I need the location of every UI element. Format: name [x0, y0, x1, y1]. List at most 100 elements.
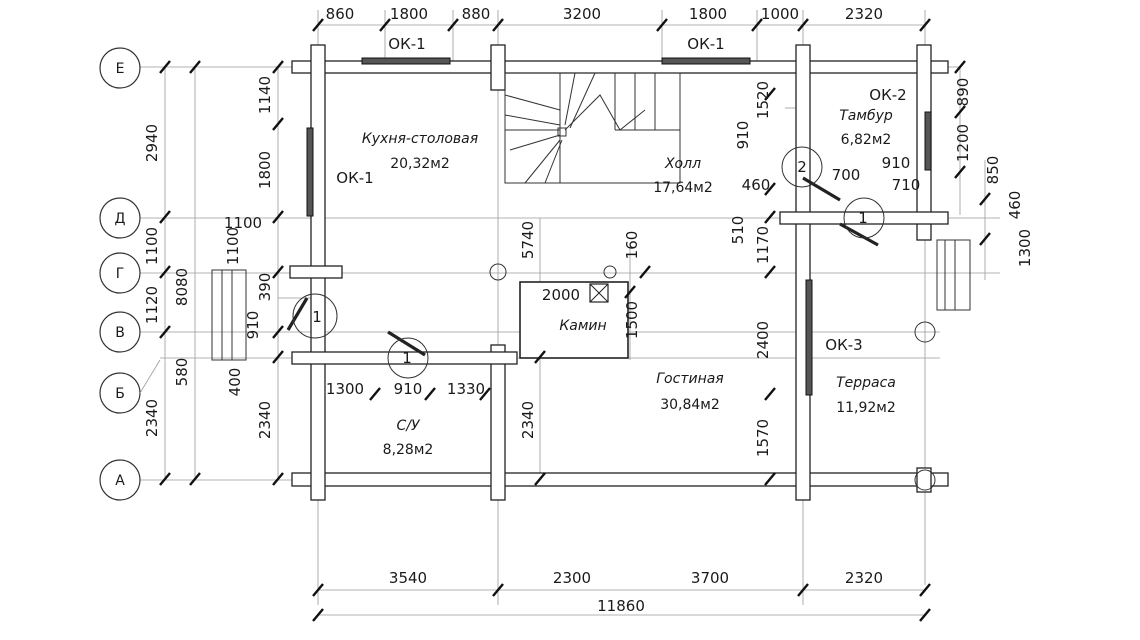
- staircase: [504, 72, 681, 184]
- dimensions-top: 860 1800 880 3200 1800 1000 2320: [326, 5, 883, 23]
- dim-top-4: 3200: [563, 5, 601, 23]
- axis-label-g: Г: [116, 266, 125, 282]
- door-left: 1: [286, 293, 338, 339]
- dim-left-inner-2: 1800: [256, 151, 274, 189]
- dim-top-5: 1800: [689, 5, 727, 23]
- dim-1520: 1520: [754, 81, 772, 119]
- axis-marker-b: Б: [99, 359, 161, 414]
- room-vestibule-name: Тамбур: [839, 108, 893, 124]
- dimensions-bottom: 3540 2300 3700 2320 11860: [389, 569, 883, 615]
- dim-d1100: 1100: [224, 227, 242, 265]
- room-hall-area: 17,64м2: [653, 180, 713, 196]
- dim-stair: 5740: [519, 221, 537, 259]
- dim-r1300: 1300: [1016, 229, 1034, 267]
- dim-fireplace-height: 1500: [623, 301, 641, 339]
- dim-left-outer-3: 2340: [143, 399, 161, 437]
- dim-2400: 2400: [754, 321, 772, 359]
- dim-1570: 1570: [754, 419, 772, 457]
- door-left-number: 1: [312, 308, 322, 326]
- tag-ok1-top-left: ОК-1: [388, 35, 425, 53]
- room-living-area: 30,84м2: [660, 397, 720, 413]
- dim-top-7: 2320: [845, 5, 883, 23]
- axis-label-v: В: [115, 325, 125, 341]
- door-wc-number: 1: [402, 349, 412, 367]
- wall-terrace-post: [916, 467, 932, 493]
- dim-top-2: 1800: [390, 5, 428, 23]
- door-vestibule: 2: [781, 146, 841, 202]
- fireplace-body: [519, 281, 629, 359]
- axis-marker-d: Д: [99, 197, 141, 239]
- dim-top-1: 860: [326, 5, 355, 23]
- room-bathroom-area: 8,28м2: [383, 442, 434, 458]
- dim-1170: 1170: [754, 226, 772, 264]
- dim-wc-door: 910: [394, 380, 423, 398]
- fireplace: Камин 2000 1500: [519, 281, 641, 359]
- dim-r1200: 1200: [954, 124, 972, 162]
- doors: 1 1 2 1: [286, 146, 885, 379]
- dim-510: 510: [729, 216, 747, 245]
- room-vestibule-area: 6,82м2: [841, 132, 892, 148]
- tag-ok3: ОК-3: [825, 336, 862, 354]
- dim-left-inner-4: 910: [244, 311, 262, 340]
- axis-marker-v: В: [99, 311, 141, 353]
- room-labels: Кухня-столовая 20,32м2 Холл 17,64м2 Тамб…: [362, 108, 896, 458]
- room-living-name: Гостиная: [656, 371, 723, 387]
- dim-left-mid-2: 1120: [143, 286, 161, 324]
- porch-step: [936, 239, 971, 311]
- dim-t710: 710: [892, 176, 921, 194]
- wall-vestibule-bottom: [779, 211, 949, 225]
- wall-bottom: [291, 472, 949, 487]
- dim-left-mid-4: 1100: [224, 214, 262, 232]
- dim-left-mid-1: 1100: [143, 227, 161, 265]
- door-vestibule-number: 2: [797, 158, 807, 176]
- window-ok1-left: [306, 127, 314, 217]
- room-kitchen-area: 20,32м2: [390, 156, 450, 172]
- dim-top-6: 1000: [761, 5, 799, 23]
- dim-wc-right: 1330: [447, 380, 485, 398]
- wall-right: [795, 44, 811, 501]
- fireplace-label: Камин: [559, 318, 606, 334]
- door-entry: 1: [839, 197, 885, 247]
- tag-ok1-top-right: ОК-1: [687, 35, 724, 53]
- wall-mid-bottom: [490, 344, 506, 501]
- axis-markers: Е Д Г В Б А: [99, 47, 161, 501]
- chimney-marker: [603, 265, 617, 279]
- window-ok1-top-right: [661, 57, 751, 65]
- axis-label-a: А: [115, 473, 125, 489]
- room-terrace-area: 11,92м2: [836, 400, 896, 416]
- post-a: [914, 469, 936, 491]
- dim-160: 160: [623, 231, 641, 260]
- door-wc: 1: [387, 330, 429, 379]
- dim-bottom-2: 2300: [553, 569, 591, 587]
- dim-460: 460: [742, 176, 771, 194]
- dim-left-inner-5: 400: [226, 368, 244, 397]
- dim-wc-left: 1300: [326, 380, 364, 398]
- post-v: [914, 321, 936, 343]
- dim-bottom-3: 3700: [691, 569, 729, 587]
- room-kitchen-name: Кухня-столовая: [362, 131, 478, 147]
- dim-left-inner-3: 390: [256, 273, 274, 302]
- axis-marker-g: Г: [99, 252, 141, 294]
- dim-fireplace-width: 2000: [542, 286, 580, 304]
- axis-marker-a: А: [99, 459, 141, 501]
- porch-left: [211, 269, 247, 361]
- dim-bottom-4: 2320: [845, 569, 883, 587]
- column-g: [489, 263, 507, 281]
- window-ok2: [924, 111, 932, 171]
- windows: [306, 57, 932, 396]
- dim-left-outer-2: 8080: [173, 268, 191, 306]
- door-entry-number: 1: [858, 209, 868, 227]
- window-tags: ОК-1 ОК-1 ОК-1 ОК-2 ОК-3: [336, 35, 906, 354]
- dimensions-interior: 1100 1300 910 1330 2340 5740 160 910 152…: [224, 78, 1034, 457]
- walls: [211, 44, 971, 501]
- room-bathroom-name: С/У: [396, 418, 420, 434]
- dimension-ticks: [159, 18, 991, 622]
- room-terrace-name: Терраса: [836, 375, 896, 391]
- dim-left-outer-1: 2940: [143, 124, 161, 162]
- wall-bathroom-top: [291, 351, 518, 365]
- dim-t700: 700: [832, 166, 861, 184]
- dim-left-inner-6: 2340: [256, 401, 274, 439]
- dim-bottom-1: 3540: [389, 569, 427, 587]
- dim-r850: 850: [984, 156, 1002, 185]
- tag-ok1-left: ОК-1: [336, 169, 373, 187]
